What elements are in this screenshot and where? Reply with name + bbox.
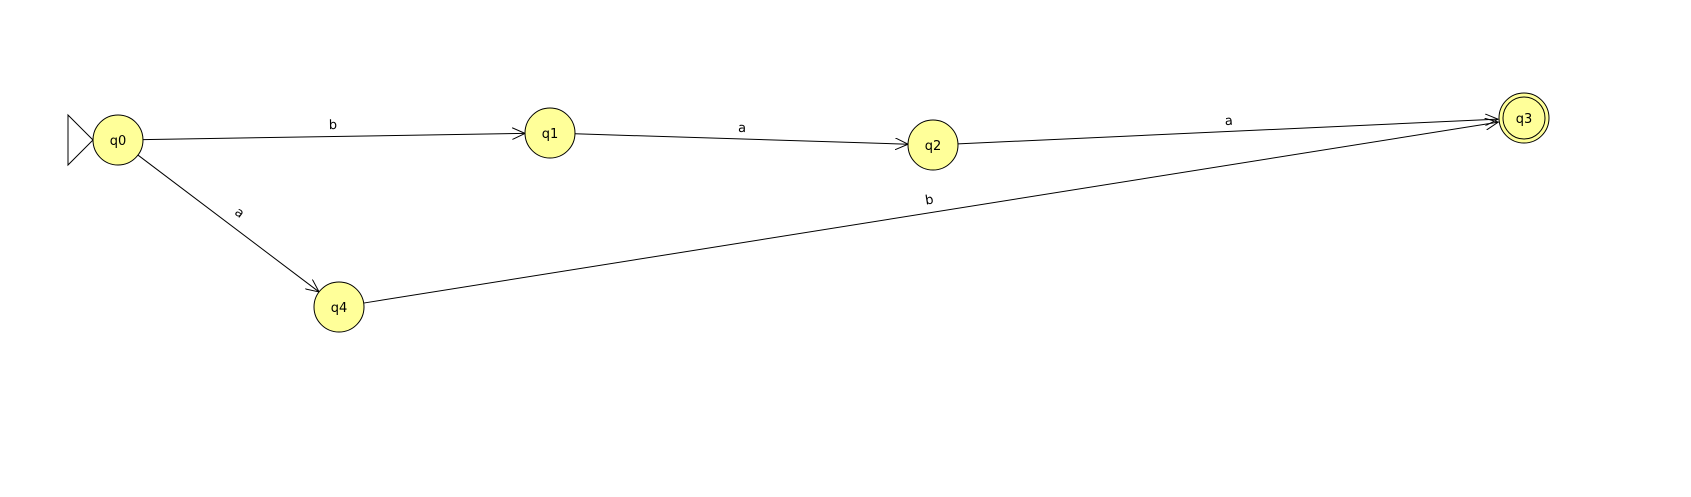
transition-label: b bbox=[329, 118, 338, 133]
state-circle bbox=[907, 119, 959, 171]
state-label: q1 bbox=[542, 127, 559, 142]
transitions-layer: b a a a b bbox=[137, 114, 1499, 304]
state-label: q4 bbox=[331, 301, 348, 316]
transition-q1-q2: a bbox=[574, 121, 908, 144]
state-q4[interactable]: q4 bbox=[313, 281, 365, 333]
state-circle bbox=[313, 281, 365, 333]
transition-arrow bbox=[137, 154, 319, 292]
transition-q0-q1: b bbox=[142, 118, 525, 141]
transition-label: b bbox=[924, 192, 935, 208]
state-circle bbox=[92, 114, 144, 166]
state-label: q3 bbox=[1516, 112, 1533, 127]
state-circle bbox=[1498, 92, 1550, 144]
states-layer: q0 q1 q2 q3 q4 bbox=[92, 92, 1550, 333]
initial-state-marker-layer bbox=[67, 113, 94, 167]
state-label: q0 bbox=[110, 134, 127, 149]
state-circle bbox=[524, 107, 576, 159]
transition-q4-q3: b bbox=[363, 122, 1499, 304]
accepting-ring bbox=[1502, 96, 1546, 140]
initial-state-triangle-icon bbox=[67, 113, 94, 167]
state-q0[interactable]: q0 bbox=[92, 114, 144, 166]
transition-arrow bbox=[574, 133, 908, 144]
transition-arrow bbox=[363, 122, 1499, 304]
state-label: q2 bbox=[925, 139, 942, 154]
state-q1[interactable]: q1 bbox=[524, 107, 576, 159]
transition-q2-q3: a bbox=[957, 114, 1498, 145]
transition-q0-q4: a bbox=[137, 154, 319, 292]
transition-arrow bbox=[142, 133, 525, 141]
transition-label: a bbox=[738, 121, 746, 136]
transition-arrow bbox=[957, 119, 1498, 145]
state-q2[interactable]: q2 bbox=[907, 119, 959, 171]
transition-label: a bbox=[231, 205, 246, 222]
state-q3[interactable]: q3 bbox=[1498, 92, 1550, 144]
transition-label: a bbox=[1225, 114, 1234, 129]
